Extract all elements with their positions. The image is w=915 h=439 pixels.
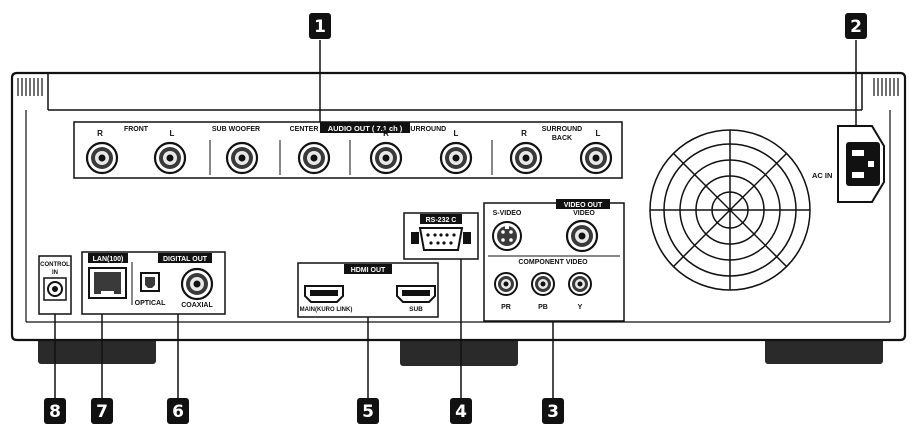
digital-out-section: LAN(100) DIGITAL OUT OPTICAL COAXIAL (81, 251, 226, 315)
y-jack[interactable] (568, 272, 592, 296)
video-out-title: VIDEO OUT (564, 202, 603, 209)
surround-back-r-jack[interactable] (509, 141, 543, 175)
audio-out-title: AUDIO OUT ( 7.1 ch ) (328, 124, 403, 133)
pr-label: PR (501, 304, 511, 311)
control-in-jack[interactable] (43, 277, 67, 301)
sub-woofer-jack[interactable] (225, 141, 259, 175)
svg-text:8: 8 (49, 402, 61, 422)
surround-back-r-label: R (521, 129, 527, 138)
rs232c-section: RS-232 C (403, 212, 479, 260)
audio-out-title-box (320, 122, 410, 133)
hdmi-main-label: MAIN(KURO LINK) (300, 307, 353, 313)
front-r-label: R (97, 129, 103, 138)
video-label: VIDEO (573, 210, 595, 217)
pr-jack[interactable] (494, 272, 518, 296)
component-video-label: COMPONENT VIDEO (518, 259, 588, 266)
surround-r-label: R (383, 129, 389, 138)
front-l-jack[interactable] (153, 141, 187, 175)
hdmi-sub-port[interactable] (396, 285, 436, 303)
lan-port[interactable] (88, 267, 127, 299)
cooling-fan (649, 129, 811, 291)
digital-out-title: DIGITAL OUT (163, 256, 208, 263)
svg-text:1: 1 (314, 17, 326, 37)
callout-5: 5 (357, 398, 379, 424)
surround-l-jack[interactable] (439, 141, 473, 175)
callout-7: 7 (91, 398, 113, 424)
y-label: Y (578, 304, 583, 311)
s-video-jack[interactable] (492, 221, 522, 251)
coaxial-label: COAXIAL (181, 302, 213, 309)
audio-out-section: AUDIO OUT ( 7.1 ch ) R FRONT L SUB WOOFE… (73, 121, 623, 179)
video-out-section: VIDEO OUT S-VIDEO VIDEO COMPONENT VIDEO … (483, 199, 625, 322)
hdmi-main-port[interactable] (304, 285, 344, 303)
surround-r-jack[interactable] (369, 141, 403, 175)
pb-jack[interactable] (531, 272, 555, 296)
ac-in-label: AC IN (812, 171, 832, 180)
svg-text:4: 4 (455, 402, 467, 422)
sub-woofer-label: SUB WOOFER (212, 126, 260, 133)
control-in-label-2: IN (52, 270, 58, 276)
callout-1: 1 (309, 13, 331, 39)
surround-back-label-2: BACK (552, 135, 572, 142)
svg-text:2: 2 (850, 17, 862, 37)
hdmi-out-section: HDMI OUT MAIN(KURO LINK) SUB (297, 262, 439, 318)
surround-l-label: L (454, 129, 459, 138)
foot-center (400, 334, 518, 366)
optical-port[interactable] (140, 272, 160, 292)
front-label: FRONT (124, 126, 149, 133)
surround-back-label-1: SURROUND (542, 126, 582, 133)
rs232c-label: RS-232 C (426, 217, 457, 224)
hdmi-out-title: HDMI OUT (351, 267, 386, 274)
lan-label: LAN(100) (93, 256, 124, 263)
callout-6: 6 (167, 398, 189, 424)
s-video-label: S-VIDEO (493, 210, 522, 217)
pb-label: PB (538, 304, 548, 311)
hdmi-sub-label: SUB (409, 306, 423, 313)
svg-text:7: 7 (96, 402, 108, 422)
control-in-section: CONTROL IN (38, 255, 72, 315)
surround-back-l-label: L (596, 129, 601, 138)
center-jack[interactable] (297, 141, 331, 175)
svg-text:5: 5 (362, 402, 374, 422)
video-jack[interactable] (565, 219, 599, 253)
front-l-label: L (170, 129, 175, 138)
callout-leaders (54, 40, 857, 398)
callout-4: 4 (450, 398, 472, 424)
coaxial-jack[interactable] (180, 267, 214, 301)
optical-label: OPTICAL (135, 300, 166, 307)
callout-3: 3 (542, 398, 564, 424)
front-r-jack[interactable] (85, 141, 119, 175)
surround-label: SURROUND (406, 126, 446, 133)
surround-back-l-jack[interactable] (579, 141, 613, 175)
svg-text:6: 6 (172, 402, 184, 422)
rs232c-port[interactable] (411, 227, 471, 251)
callout-8: 8 (44, 398, 66, 424)
callout-2: 2 (845, 13, 867, 39)
center-label: CENTER (290, 126, 319, 133)
control-in-label-1: CONTROL (40, 262, 70, 268)
ac-in-socket[interactable] (837, 125, 885, 203)
svg-text:3: 3 (547, 402, 559, 422)
